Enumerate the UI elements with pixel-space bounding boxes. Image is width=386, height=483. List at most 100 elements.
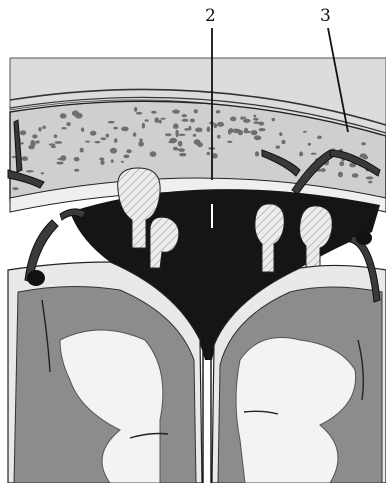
diploe-spot	[308, 143, 311, 146]
diploe-spot	[230, 117, 236, 122]
diploe-spot	[12, 187, 18, 190]
diploe-spot	[195, 127, 202, 132]
diploe-spot	[276, 145, 280, 148]
diploe-spot	[321, 168, 326, 172]
diploe-spot	[32, 134, 37, 138]
diploe-spot	[197, 142, 203, 147]
diploe-spot	[54, 134, 58, 138]
diploe-spot	[161, 118, 166, 120]
diploe-spot	[138, 141, 144, 146]
diploe-spot	[207, 152, 210, 155]
diploe-spot	[255, 151, 259, 156]
diploe-spot	[184, 128, 189, 131]
diploe-spot	[207, 127, 211, 133]
diploe-spot	[194, 109, 198, 113]
diploe-spot	[94, 141, 100, 143]
diploe-spot	[121, 161, 124, 163]
diploe-spot	[253, 115, 256, 118]
diploe-spot	[368, 181, 372, 184]
diploe-spot	[38, 127, 41, 131]
diploe-spot	[303, 131, 307, 133]
diploe-spot	[311, 153, 317, 155]
vein-cross-section-left	[27, 270, 45, 286]
diploe-spot	[177, 149, 182, 151]
diploe-spot	[176, 132, 179, 137]
diploe-spot	[106, 134, 109, 138]
diploe-spot	[100, 160, 104, 165]
label-3: 3	[320, 8, 331, 25]
diploe-spot	[20, 130, 27, 135]
diploe-spot	[134, 107, 137, 112]
diploe-spot	[133, 132, 136, 136]
diploe-spot	[338, 172, 343, 178]
diploe-spot	[151, 111, 157, 114]
diploe-spot	[99, 158, 104, 161]
diploe-spot	[60, 113, 67, 118]
white-matter-right	[236, 338, 356, 483]
diploe-spot	[244, 131, 251, 133]
diploe-spot	[217, 135, 221, 139]
diploe-spot	[190, 119, 195, 123]
diploe-spot	[361, 142, 366, 145]
diploe-spot	[168, 141, 175, 143]
diploe-spot	[66, 122, 70, 126]
diploe-spot	[366, 176, 374, 179]
diploe-spot	[74, 169, 79, 172]
diploe-spot	[360, 154, 367, 159]
diploe-spot	[178, 134, 186, 136]
diploe-spot	[317, 136, 322, 140]
diploe-spot	[126, 149, 131, 153]
diploe-spot	[80, 148, 84, 153]
label-2: 2	[205, 8, 216, 25]
diploe-spot	[178, 141, 183, 147]
diploe-spot	[251, 130, 258, 135]
diploe-spot	[62, 127, 67, 129]
diploe-spot	[72, 110, 79, 116]
diploe-spot	[142, 123, 145, 129]
diploe-spot	[155, 117, 160, 123]
diploe-spot	[281, 140, 285, 145]
diploe-spot	[111, 159, 114, 162]
diploe-spot	[339, 161, 344, 166]
diploe-spot	[217, 122, 224, 127]
diploe-spot	[238, 130, 243, 135]
diploe-spot	[26, 170, 34, 172]
diploe-spot	[145, 119, 149, 122]
diploe-spot	[90, 131, 96, 136]
diploe-spot	[36, 140, 40, 143]
diploe-spot	[299, 152, 303, 157]
diploe-spot	[55, 141, 63, 144]
diploe-spot	[179, 153, 186, 157]
vein-cross-section-right	[356, 231, 372, 245]
diploe-spot	[173, 123, 179, 129]
diploe-spot	[22, 156, 29, 161]
diploe-spot	[136, 112, 142, 115]
diploe-spot	[49, 143, 56, 145]
diploe-spot	[60, 155, 66, 161]
diploe-spot	[227, 141, 232, 143]
diploe-spot	[216, 110, 221, 113]
diploe-spot	[253, 118, 258, 121]
diploe-spot	[85, 141, 90, 143]
diploe-spot	[165, 133, 171, 136]
diploe-spot	[121, 126, 129, 131]
diploe-spot	[182, 119, 189, 122]
diploe-spot	[113, 127, 118, 130]
diploe-spot	[279, 132, 282, 136]
diploe-spot	[150, 151, 157, 157]
diploe-spot	[110, 148, 117, 154]
diploe-spot	[41, 172, 44, 174]
diploe-spot	[182, 114, 187, 117]
diploe-spot	[81, 128, 84, 132]
diploe-spot	[51, 145, 56, 148]
diploe-spot	[123, 155, 129, 159]
diploe-spot	[100, 137, 106, 140]
diploe-spot	[42, 126, 46, 129]
diploe-spot	[352, 173, 359, 178]
diploe-spot	[108, 121, 115, 124]
diploe-spot	[254, 135, 262, 140]
diploe-spot	[56, 162, 63, 165]
diploe-spot	[228, 129, 231, 135]
diploe-spot	[30, 140, 35, 146]
